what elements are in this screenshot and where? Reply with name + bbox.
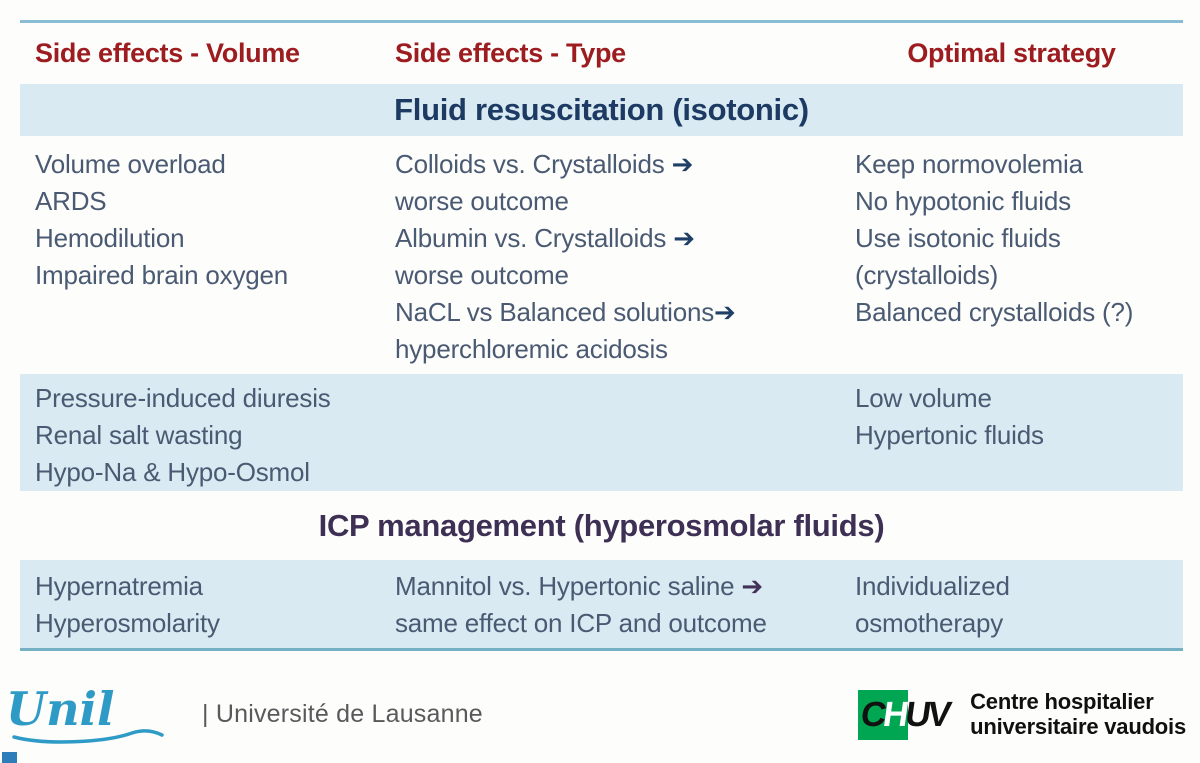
cell-line: Hyperosmolarity [35, 608, 220, 638]
arrow-right-icon: ➔ [714, 297, 736, 327]
cell-volume: Pressure-induced diuresis Renal salt was… [20, 380, 380, 491]
cell-type: Mannitol vs. Hypertonic saline ➔ same ef… [380, 568, 840, 642]
cell-line: Hypertonic fluids [855, 420, 1044, 450]
section-heading-icp-management: ICP management (hyperosmolar fluids) [318, 507, 885, 543]
row-icp-management: Hypernatremia Hyperosmolarity Mannitol v… [20, 560, 1183, 651]
section-banner-fluid-resuscitation: Fluid resuscitation (isotonic) [20, 84, 1183, 136]
cell-line: Individualized [855, 571, 1010, 601]
chuv-line2: universitaire vaudois [970, 714, 1186, 739]
cell-line: Albumin vs. Crystalloids ➔ [395, 223, 695, 253]
cell-volume: Hypernatremia Hyperosmolarity [20, 568, 380, 642]
header-side-effects-volume: Side effects - Volume [35, 38, 300, 68]
cell-line: Mannitol vs. Hypertonic saline ➔ [395, 571, 763, 601]
cell-line: Impaired brain oxygen [35, 260, 289, 290]
cell-volume: Volume overload ARDS Hemodilution Impair… [20, 146, 380, 368]
chuv-green-square [858, 690, 909, 740]
cell-line: No hypotonic fluids [855, 186, 1071, 216]
cell-strategy: Keep normovolemia No hypotonic fluids Us… [840, 146, 1183, 368]
top-divider [20, 20, 1183, 23]
header-optimal-strategy: Optimal strategy [907, 38, 1116, 68]
cell-line: (crystalloids) [855, 260, 999, 290]
row-fluid-resuscitation: Volume overload ARDS Hemodilution Impair… [20, 136, 1183, 374]
row-low-volume: Pressure-induced diuresis Renal salt was… [20, 374, 1183, 491]
arrow-right-icon: ➔ [741, 571, 763, 601]
cell-line: Keep normovolemia [855, 149, 1083, 179]
unil-logo-icon: Unil [6, 682, 164, 744]
chuv-logo-icon: CHUV [848, 686, 956, 742]
cell-strategy: Low volume Hypertonic fluids [840, 380, 1183, 491]
cell-line: Hypo-Na & Hypo-Osmol [35, 457, 310, 487]
unil-logo-mark [2, 752, 17, 763]
arrow-right-icon: ➔ [673, 223, 695, 253]
cell-strategy: Individualized osmotherapy [840, 568, 1183, 642]
cell-line: same effect on ICP and outcome [395, 608, 767, 638]
cell-line: Low volume [855, 383, 992, 413]
cell-line: Use isotonic fluids [855, 223, 1061, 253]
svg-text:Unil: Unil [6, 682, 115, 736]
cell-line: Volume overload [35, 149, 226, 179]
cell-line: osmotherapy [855, 608, 1004, 638]
cell-line: worse outcome [395, 260, 569, 290]
chuv-logo-block: CHUV Centre hospitalier universitaire va… [848, 686, 1186, 742]
arrow-right-icon: ➔ [671, 149, 694, 179]
cell-line: NaCL vs Balanced solutions➔ [395, 297, 736, 327]
cell-line: Hypernatremia [35, 571, 203, 601]
chuv-line1: Centre hospitalier [970, 689, 1154, 714]
cell-type: Colloids vs. Crystalloids ➔ worse outcom… [380, 146, 840, 368]
footer: Unil | Université de Lausanne CHUV Centr… [0, 671, 1200, 763]
cell-line: Renal salt wasting [35, 420, 243, 450]
unil-tagline: | Université de Lausanne [202, 699, 483, 728]
cell-line: Hemodilution [35, 223, 185, 253]
cell-line: ARDS [35, 186, 107, 216]
unil-logo-block: Unil | Université de Lausanne [4, 681, 483, 747]
cell-line: Pressure-induced diuresis [35, 383, 331, 413]
cell-line: worse outcome [395, 186, 569, 216]
table-header-row: Side effects - Volume Side effects - Typ… [20, 23, 1183, 84]
chuv-wordmark: Centre hospitalier universitaire vaudois [970, 689, 1186, 739]
header-side-effects-type: Side effects - Type [395, 38, 626, 68]
cell-line: Colloids vs. Crystalloids ➔ [395, 149, 694, 179]
cell-line: hyperchloremic acidosis [395, 334, 668, 364]
cell-line: Balanced crystalloids (?) [855, 297, 1134, 327]
slide-table: Side effects - Volume Side effects - Typ… [20, 20, 1183, 651]
cell-type-empty [380, 380, 840, 491]
